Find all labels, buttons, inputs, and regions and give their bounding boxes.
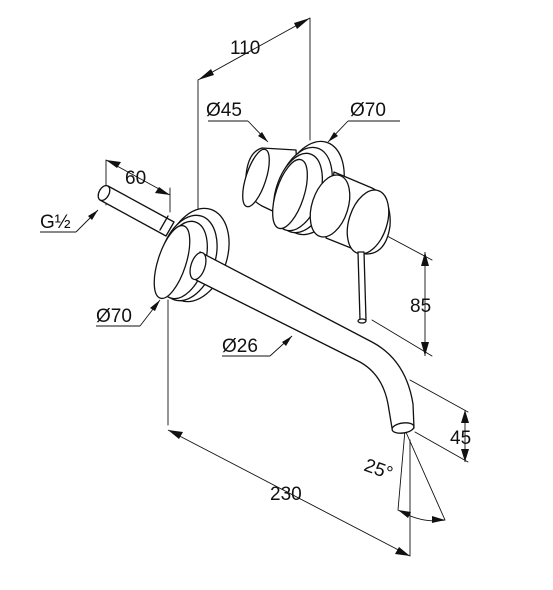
dim-85: 85 [410, 296, 431, 317]
dim-rosette-diameter-bottom: Ø70 [96, 306, 132, 327]
dim-25-degrees: 25° [361, 455, 395, 485]
dim-thread: G½ [40, 212, 71, 233]
dimension-lines [105, 17, 469, 557]
dim-60: 60 [125, 168, 146, 189]
spout [189, 251, 415, 434]
dim-45: 45 [450, 428, 471, 449]
dim-230: 230 [270, 484, 302, 505]
dim-lever-diameter: Ø45 [206, 100, 242, 121]
dim-spout-diameter: Ø26 [222, 336, 258, 357]
connection-pipe [97, 184, 175, 237]
dim-rosette-diameter-top: Ø70 [350, 100, 386, 121]
label-leaders [40, 120, 400, 357]
dim-110: 110 [230, 38, 260, 59]
mixer-body [242, 140, 391, 324]
